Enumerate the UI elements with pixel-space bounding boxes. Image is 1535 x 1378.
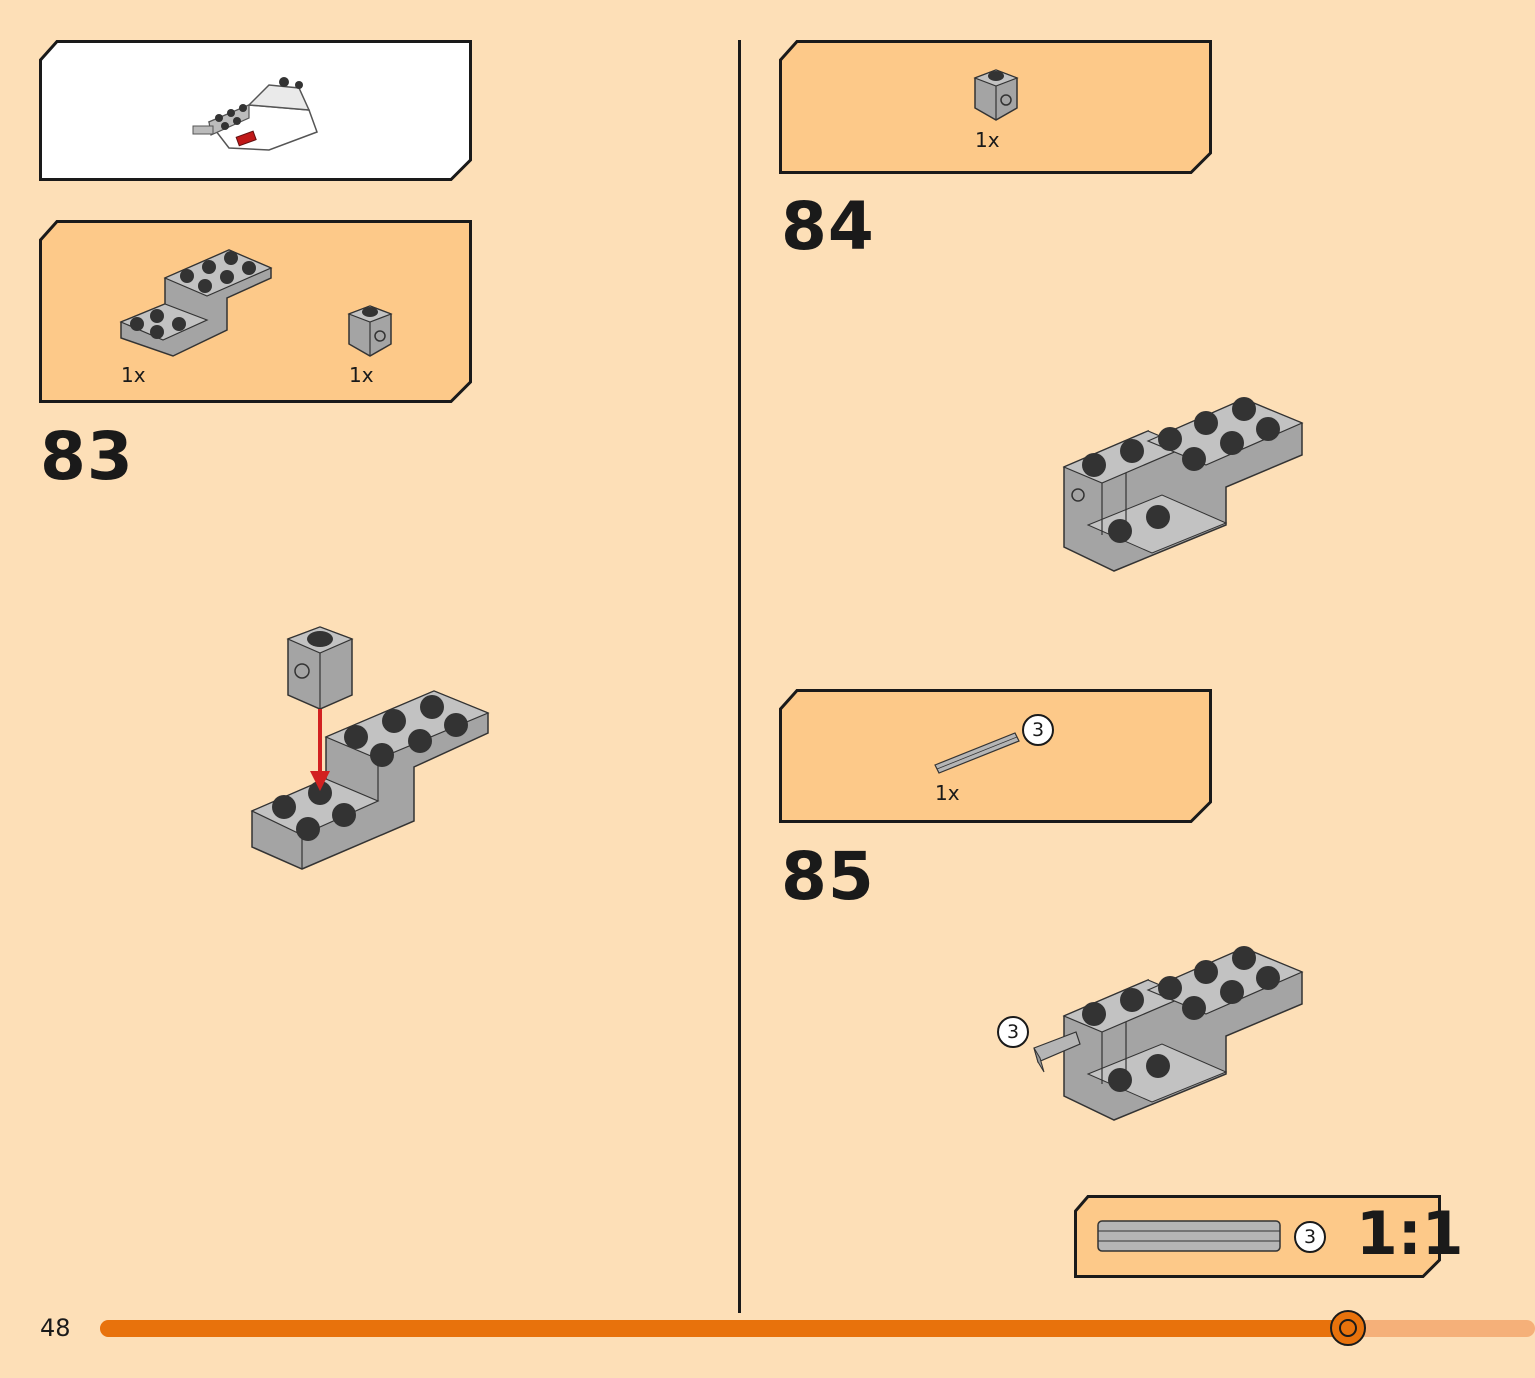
scale-reference-box: 3 1:1 xyxy=(1074,1195,1464,1278)
technic-brick-icon xyxy=(973,69,1019,121)
step-85-parts-panel: 3 1x xyxy=(779,689,1212,823)
progress-fill xyxy=(100,1320,1349,1337)
column-divider xyxy=(738,40,741,1313)
step-84-part-1-qty: 1x xyxy=(975,128,1000,152)
page-number: 48 xyxy=(40,1314,71,1342)
step-84-parts-panel: 1x xyxy=(779,40,1212,174)
progress-knob xyxy=(1330,1310,1367,1346)
vehicle-model-icon xyxy=(192,77,318,151)
step-85-part-1-qty: 1x xyxy=(935,781,960,805)
step-84-assembly-icon xyxy=(1062,397,1304,572)
step-85-assembly-icon xyxy=(1033,946,1304,1121)
axle-length-callout: 3 xyxy=(1294,1221,1326,1253)
model-preview-box xyxy=(39,40,472,181)
axle-icon xyxy=(934,732,1020,774)
axle-length-callout: 3 xyxy=(1022,714,1054,746)
step-83-part-2-qty: 1x xyxy=(349,363,374,387)
step-number: 84 xyxy=(781,188,875,265)
step-number: 83 xyxy=(40,418,134,495)
scale-ratio-label: 1:1 xyxy=(1356,1199,1464,1269)
step-83-part-1-qty: 1x xyxy=(121,363,146,387)
axle-length-callout: 3 xyxy=(997,1016,1029,1048)
step-83-assembly-icon xyxy=(250,626,490,870)
step-83-parts-panel: 1x 1x xyxy=(39,220,472,403)
axle-actual-size-icon xyxy=(1097,1220,1281,1252)
technic-brick-icon xyxy=(347,305,393,357)
step-number: 85 xyxy=(781,838,875,915)
bracket-plate-icon xyxy=(119,249,273,357)
